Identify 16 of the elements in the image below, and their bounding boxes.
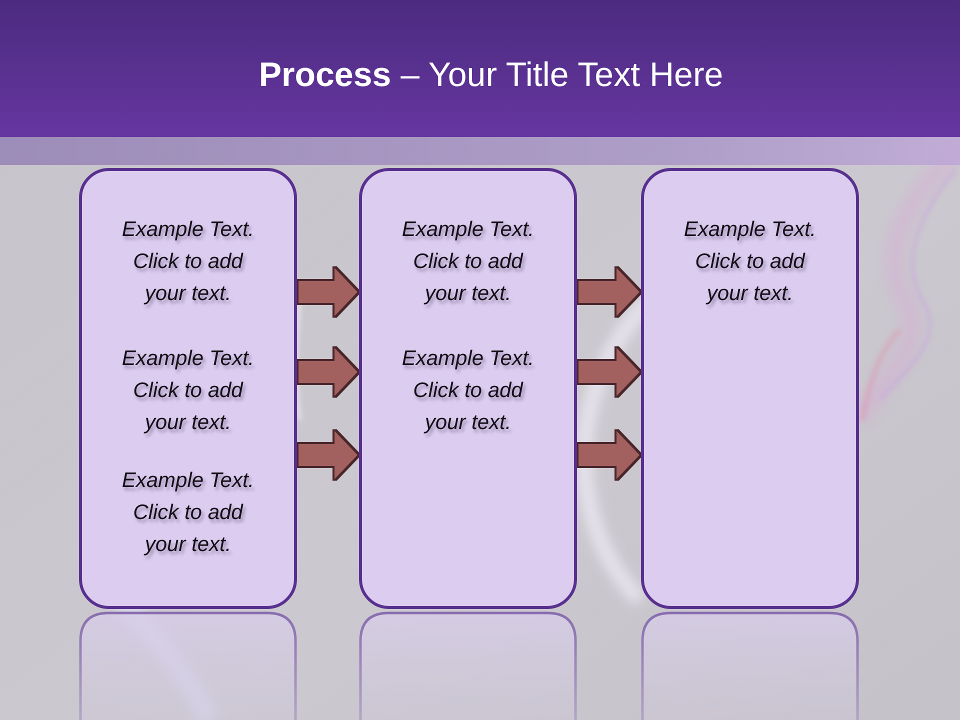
body-text: Example Text. Click to add your text. xyxy=(120,468,256,558)
process-box xyxy=(359,168,577,609)
body-text: Example Text. Click to add your text. xyxy=(120,346,256,436)
body-text: Example Text. Click to add your text. xyxy=(400,346,536,436)
slide-title: Process – Your Title Text Here xyxy=(258,55,724,96)
block-arrow xyxy=(298,348,358,396)
block-arrow xyxy=(578,268,640,316)
body-text: Example Text. Click to add your text. xyxy=(400,217,536,307)
process-box xyxy=(641,168,859,609)
block-arrow xyxy=(578,431,640,479)
block-arrow xyxy=(578,348,640,396)
body-text: Example Text. Click to add your text. xyxy=(120,217,256,307)
block-arrow xyxy=(298,268,358,316)
body-text: Example Text. Click to add your text. xyxy=(682,217,818,307)
block-arrow xyxy=(298,431,358,479)
process-box xyxy=(79,168,297,609)
